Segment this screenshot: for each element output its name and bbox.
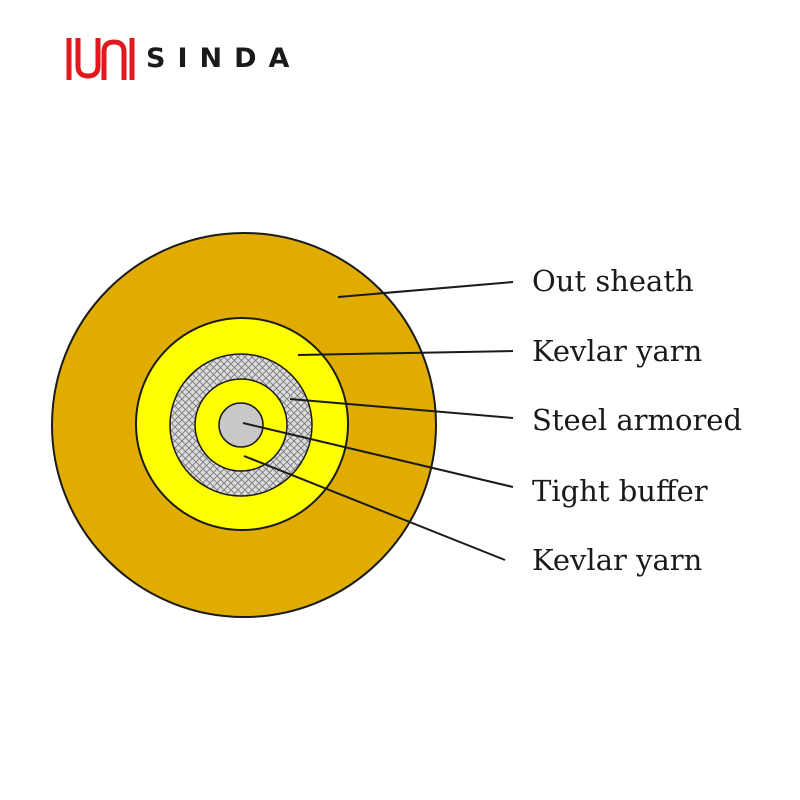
leader-line-out-sheath [337, 281, 514, 298]
brand-logo: SINDA [64, 36, 304, 84]
tight-buffer-core [218, 402, 264, 448]
label-kevlar-yarn-outer: Kevlar yarn [532, 334, 702, 368]
leader-line-tight-buffer [242, 422, 514, 488]
leader-line-steel-armored [289, 398, 514, 419]
leader-line-kevlar-yarn-inner [243, 455, 506, 561]
label-tight-buffer: Tight buffer [532, 474, 708, 508]
sinda-logo-icon [66, 38, 135, 80]
label-kevlar-yarn-inner: Kevlar yarn [532, 543, 702, 577]
brand-name: SINDA [146, 43, 302, 74]
label-out-sheath: Out sheath [532, 264, 694, 298]
label-steel-armored: Steel armored [532, 403, 742, 437]
leader-line-kevlar-yarn-outer [297, 350, 514, 356]
